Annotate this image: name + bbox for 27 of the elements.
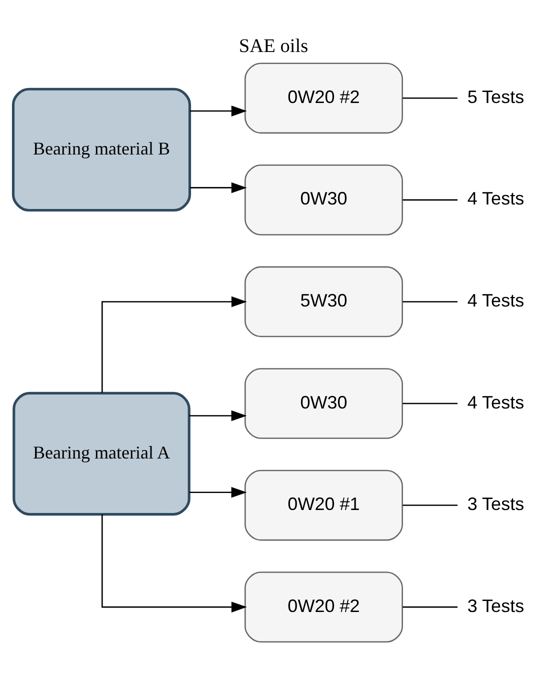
node-box: 0W20 #2: [244, 572, 403, 642]
arrow: [189, 486, 247, 498]
node-text: 3 Tests: [467, 596, 524, 616]
node-box: 0W20 #1: [244, 470, 403, 541]
node-box: 0W30: [244, 368, 403, 439]
node-text: 5 Tests: [467, 86, 524, 107]
arrow: [190, 106, 247, 116]
arrow: [189, 410, 247, 422]
node-box: 5W30: [244, 266, 403, 338]
node-text: 4 Tests: [467, 392, 524, 412]
diagram-title: SAE oils: [238, 36, 308, 57]
connector: [402, 98, 458, 99]
node-box: Bearing material B: [12, 88, 192, 212]
arrow: [190, 182, 247, 194]
connector: [402, 199, 458, 201]
node-text: 4 Tests: [467, 290, 524, 310]
arrow: [102, 514, 247, 612]
node-box: 0W20 #2: [244, 62, 403, 134]
connector: [402, 402, 458, 404]
connector: [402, 606, 458, 608]
node-text: 3 Tests: [467, 494, 524, 514]
node-text: 4 Tests: [467, 188, 524, 209]
connector: [402, 301, 458, 302]
connector: [402, 504, 458, 506]
node-box: Bearing material A: [12, 392, 190, 516]
node-box: 0W30: [244, 164, 403, 236]
arrow: [102, 296, 247, 393]
